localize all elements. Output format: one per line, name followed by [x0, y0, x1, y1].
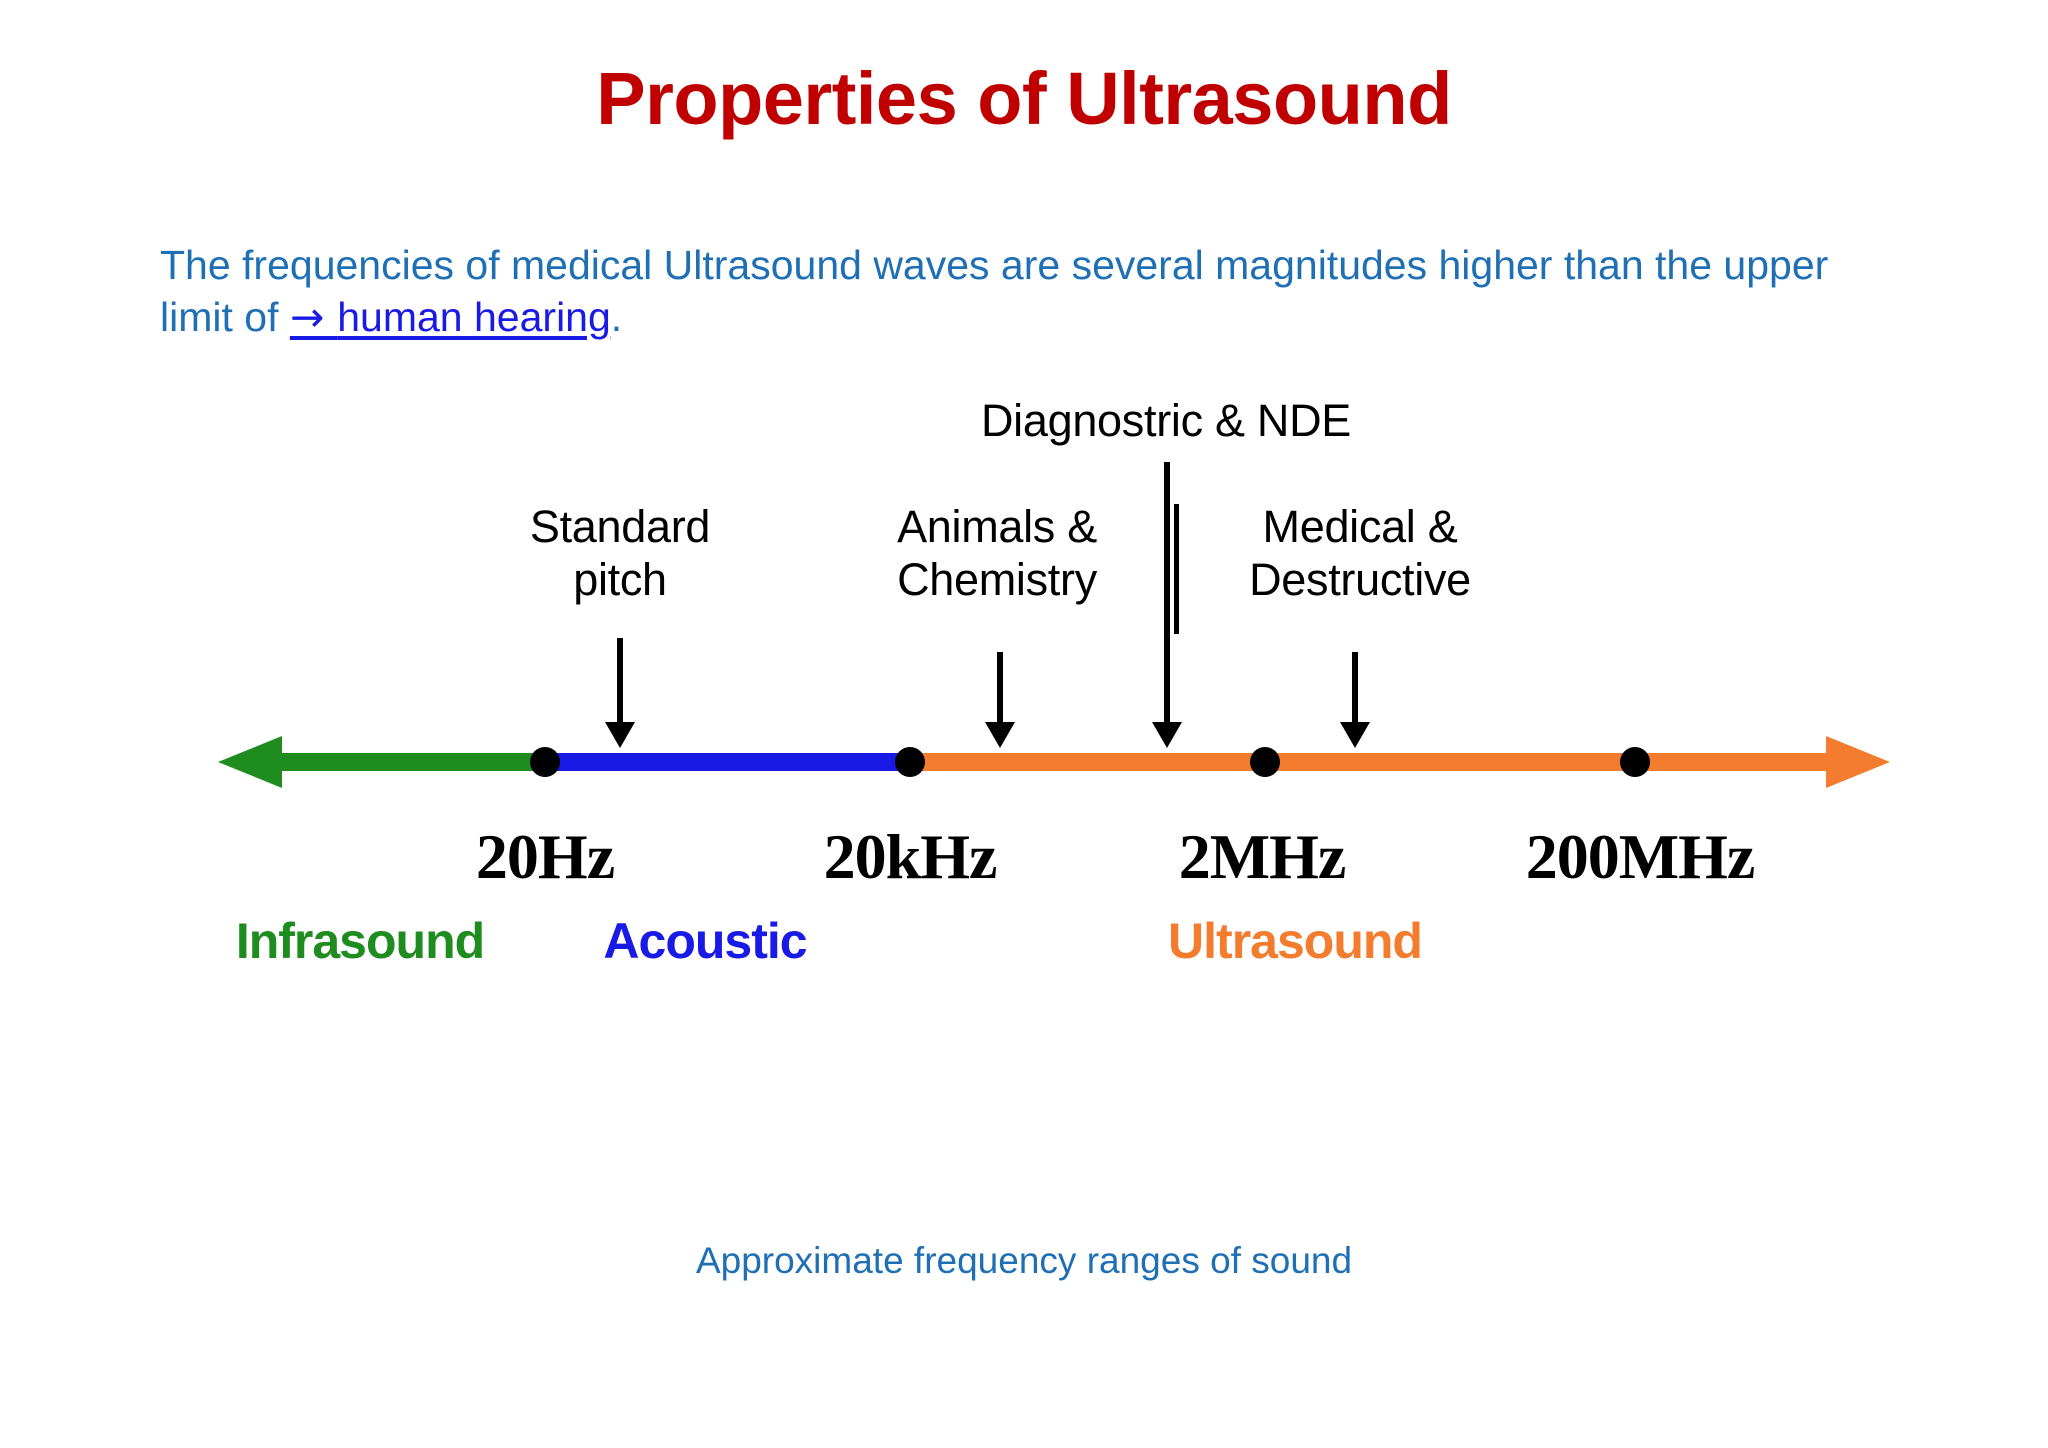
callout-diagnostic-nde: Diagnostric & NDE — [980, 395, 1352, 446]
arrow-standard-pitch — [605, 638, 635, 748]
page-title: Properties of Ultrasound — [596, 57, 1452, 140]
axis-right-arrowhead — [1826, 736, 1890, 788]
axis-segment-ultrasound — [910, 753, 1835, 771]
band-label-acoustic: Acoustic — [603, 913, 807, 969]
scale-label-20khz: 20kHz — [823, 821, 998, 892]
arrow-animals-chemistry — [985, 652, 1015, 750]
axis-left-arrowhead — [218, 736, 282, 788]
human-hearing-link[interactable]: → human hearing — [289, 292, 611, 341]
axis-line — [218, 736, 1890, 788]
axis-node-2mhz — [1250, 747, 1280, 777]
arrow-diagnostic-nde — [1152, 462, 1182, 750]
callout-divider — [1174, 504, 1179, 634]
scale-label-2mhz: 2MHz — [1178, 821, 1347, 892]
arrow-medical-destructive — [1340, 652, 1370, 750]
frequency-spectrum-diagram: Diagnostric & NDE Standard pitch Animals… — [0, 380, 2048, 1100]
scale-label-20hz: 20Hz — [475, 821, 615, 892]
right-arrow-icon: → — [289, 292, 338, 341]
intro-text-before: The frequencies of medical Ultrasound wa… — [160, 242, 1829, 340]
intro-paragraph: The frequencies of medical Ultrasound wa… — [160, 240, 1870, 343]
callout-medical-destructive: Medical & Destructive — [1249, 501, 1471, 606]
band-label-ultrasound: Ultrasound — [1168, 913, 1423, 969]
axis-segment-acoustic — [545, 753, 915, 771]
axis-node-20hz — [530, 747, 560, 777]
callout-standard-pitch: Standard pitch — [529, 501, 711, 606]
scale-label-200mhz: 200MHz — [1525, 821, 1756, 892]
human-hearing-link-label: human hearing — [337, 293, 611, 340]
axis-segment-infrasound — [278, 753, 548, 771]
axis-node-200mhz — [1620, 747, 1650, 777]
callout-animals-chemistry: Animals & Chemistry — [897, 501, 1097, 606]
diagram-caption: Approximate frequency ranges of sound — [695, 1240, 1353, 1281]
axis-node-20khz — [895, 747, 925, 777]
band-label-infrasound: Infrasound — [235, 913, 485, 969]
intro-text-after: . — [610, 293, 623, 340]
